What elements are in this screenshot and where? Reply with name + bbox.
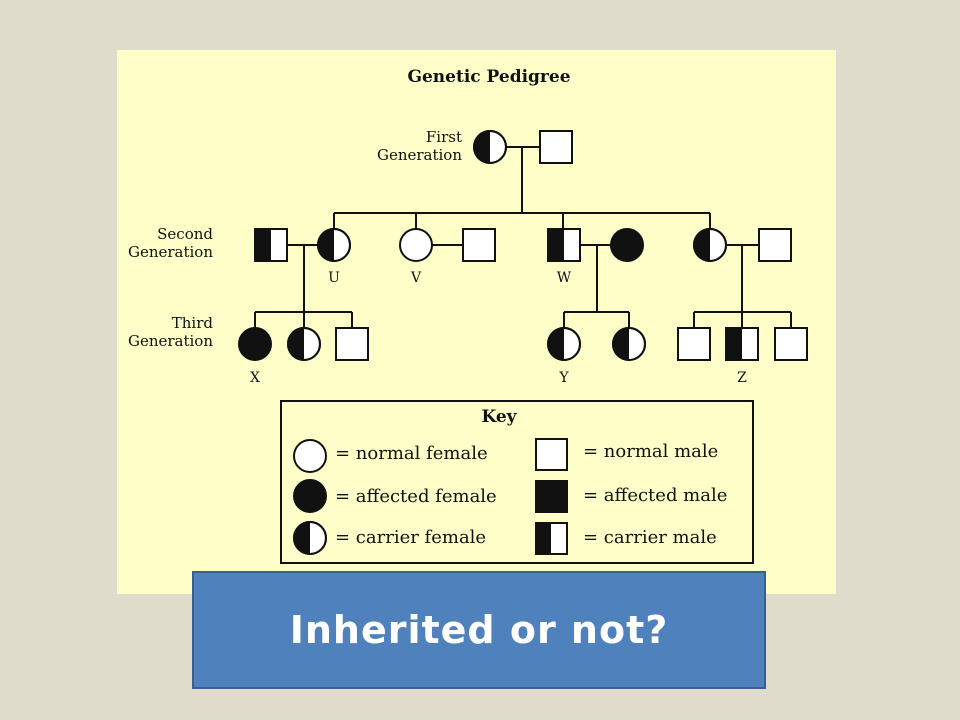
label-z: Z — [737, 370, 747, 386]
label-u: U — [328, 270, 340, 286]
key-carrier-male: = carrier male — [535, 522, 717, 555]
key-affected-female-label: = affected female — [335, 486, 497, 507]
key-normal-male: = normal male — [535, 438, 718, 471]
third-generation-label-line1: Third — [172, 314, 214, 332]
key-normal-female-label: = normal female — [335, 443, 488, 464]
key-carrier-female-label: = carrier female — [335, 527, 486, 548]
second-generation-label-line2: Generation — [128, 243, 213, 261]
pedigree-diagram: Genetic Pedigree First Generation Second… — [128, 67, 808, 564]
second-gen-carrier-male — [254, 228, 288, 262]
individual-x-affected-female — [238, 327, 272, 361]
key-title: Key — [481, 407, 517, 427]
key-normal-male-label: = normal male — [583, 441, 718, 462]
key-normal-female-symbol — [293, 439, 327, 473]
second-gen-carrier-female-right — [693, 228, 727, 262]
first-generation-label-line1: First — [426, 128, 462, 146]
second-generation-label-line1: Second — [157, 225, 213, 243]
label-w: W — [557, 270, 572, 286]
third-gen-normal-male-1 — [335, 327, 369, 361]
first-gen-normal-male — [539, 130, 573, 164]
second-gen-normal-male-right — [758, 228, 792, 262]
key-affected-male: = affected male — [535, 480, 727, 513]
key-affected-male-symbol — [535, 480, 568, 513]
question-banner: Inherited or not? — [192, 571, 766, 689]
first-generation-label-line2: Generation — [377, 146, 462, 164]
third-gen-normal-male-3 — [774, 327, 808, 361]
key-carrier-male-label: = carrier male — [583, 527, 717, 548]
individual-w-carrier-male — [547, 228, 581, 262]
label-y: Y — [558, 370, 569, 386]
key-box: Key = normal female = affected female = … — [280, 400, 754, 564]
key-normal-female: = normal female — [293, 439, 488, 473]
label-x: X — [250, 370, 260, 386]
third-generation-label-line2: Generation — [128, 332, 213, 350]
v-spouse-normal-male — [462, 228, 496, 262]
w-spouse-affected-female — [610, 228, 644, 262]
individual-y-carrier-female — [547, 327, 581, 361]
label-v: V — [410, 270, 422, 286]
key-carrier-female: = carrier female — [293, 521, 486, 555]
key-normal-male-symbol — [535, 438, 568, 471]
banner-text: Inherited or not? — [289, 608, 669, 652]
third-gen-carrier-female-1 — [287, 327, 321, 361]
pedigree-panel: Genetic Pedigree First Generation Second… — [117, 50, 836, 594]
pedigree-title: Genetic Pedigree — [407, 67, 570, 87]
individual-z-carrier-male — [725, 327, 759, 361]
individual-u-carrier-female — [317, 228, 351, 262]
third-gen-normal-male-2 — [677, 327, 711, 361]
first-gen-carrier-female — [473, 130, 507, 164]
individual-v-normal-female — [399, 228, 433, 262]
third-gen-carrier-female-2 — [612, 327, 646, 361]
key-affected-female: = affected female — [293, 479, 497, 513]
pedigree-lines — [254, 146, 792, 328]
key-affected-female-symbol — [293, 479, 327, 513]
key-affected-male-label: = affected male — [583, 485, 727, 506]
